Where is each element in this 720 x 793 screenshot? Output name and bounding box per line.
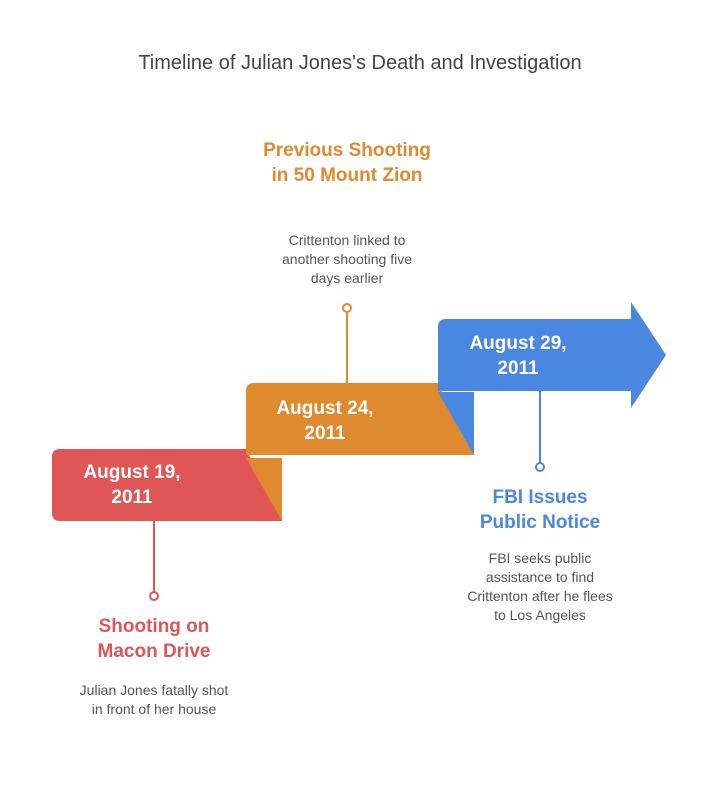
step-2-date: August 24, 2011	[276, 398, 374, 444]
step-2-block	[246, 383, 474, 455]
connector-3-dot	[535, 462, 545, 472]
step-1-tab	[246, 458, 282, 521]
connector-1-dot	[149, 591, 159, 601]
event-2-description: Crittenton linked to another shooting fi…	[282, 232, 412, 286]
step-2-tab	[438, 392, 474, 455]
diagram-title: Timeline of Julian Jones's Death and Inv…	[138, 52, 582, 74]
connector-2-dot	[342, 303, 352, 313]
event-1-title: Shooting on Macon Drive	[97, 616, 211, 662]
event-2-title: Previous Shooting in 50 Mount Zion	[263, 140, 431, 186]
event-3-title: FBI Issues Public Notice	[479, 487, 601, 533]
step-3-date: August 29, 2011	[469, 333, 567, 379]
event-1-description: Julian Jones fatally shot in front of he…	[79, 682, 229, 717]
event-3-description: FBI seeks public assistance to find Crit…	[467, 550, 613, 623]
step-3-arrow	[438, 302, 666, 408]
step-1-block	[52, 449, 282, 521]
step-1-date: August 19, 2011	[83, 462, 181, 508]
